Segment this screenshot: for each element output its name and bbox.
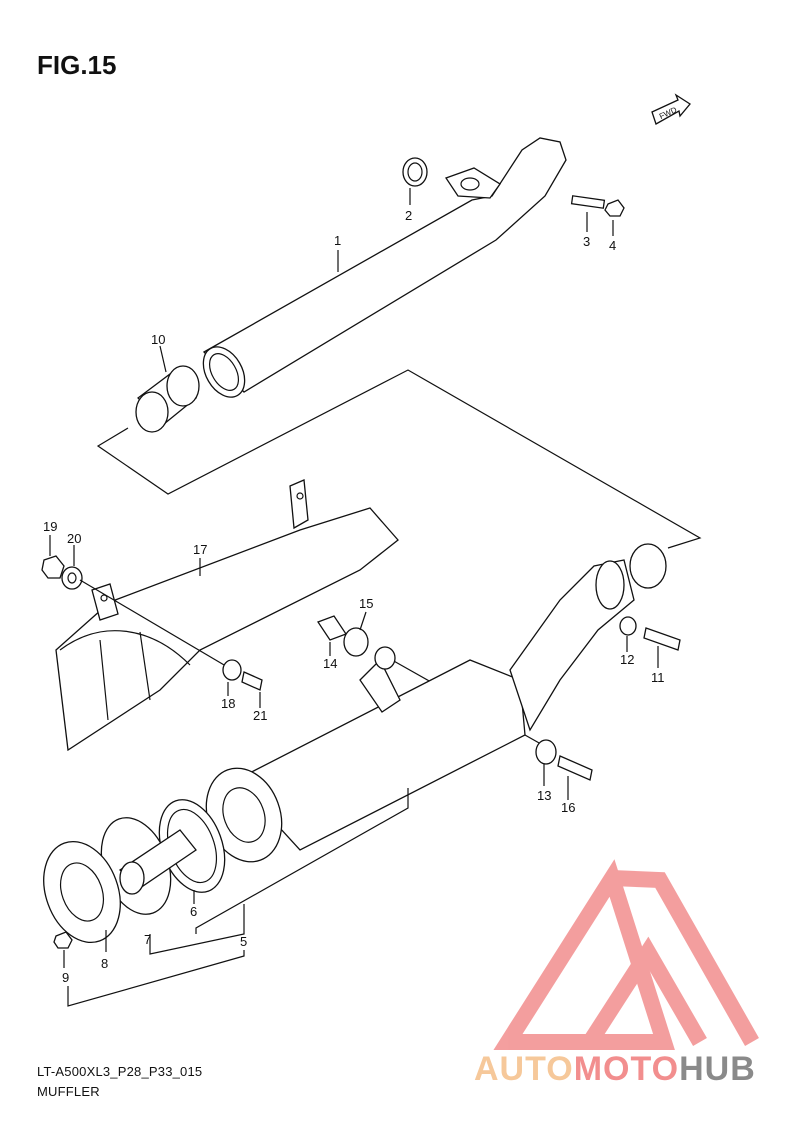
- callout-7: 7: [144, 932, 151, 947]
- callout-3: 3: [583, 234, 590, 249]
- callout-12: 12: [620, 652, 634, 667]
- watermark-brand: AUTOMOTOHUB: [474, 1050, 756, 1089]
- fwd-arrow-icon: FWD: [651, 93, 691, 125]
- callout-14: 14: [323, 656, 337, 671]
- callout-17: 17: [193, 542, 207, 557]
- washer-part: [222, 659, 242, 681]
- leader-lines: [49, 188, 659, 1007]
- bolt-part: [643, 627, 681, 651]
- callout-9: 9: [62, 970, 69, 985]
- collar-part: [317, 615, 347, 641]
- callout-2: 2: [405, 208, 412, 223]
- cushion-part: [343, 627, 369, 657]
- callout-20: 20: [67, 531, 81, 546]
- watermark-word-hub: HUB: [679, 1050, 756, 1088]
- muffler-part: [205, 559, 635, 863]
- bolt-part: [557, 755, 593, 781]
- heat-protector-part: [55, 479, 399, 752]
- cushion-part: [61, 566, 83, 590]
- watermark-logo-icon: [493, 859, 759, 1050]
- stud-bolt-part: [570, 195, 606, 209]
- callout-21: 21: [253, 708, 267, 723]
- watermark-word-auto: AUTO: [474, 1050, 574, 1088]
- nut-part: [41, 555, 65, 579]
- assembly-guide-line: [96, 369, 702, 549]
- callout-labels: 2 3 4 1 10 17 19 20 15 14 12 11 18 21 13…: [43, 208, 665, 985]
- figure-title: FIG.15: [37, 50, 117, 80]
- callout-4: 4: [609, 238, 616, 253]
- figure-code: LT-A500XL3_P28_P33_015: [37, 1064, 203, 1079]
- callout-18: 18: [221, 696, 235, 711]
- exhaust-pipe-part: [202, 137, 567, 398]
- callout-13: 13: [537, 788, 551, 803]
- callout-10: 10: [151, 332, 165, 347]
- callout-11: 11: [651, 670, 665, 685]
- nut-part: [604, 199, 625, 217]
- callout-8: 8: [101, 956, 108, 971]
- callout-6: 6: [190, 904, 197, 919]
- figure-name: MUFFLER: [37, 1084, 100, 1099]
- end-cap-part: [43, 840, 121, 944]
- callout-1: 1: [334, 233, 341, 248]
- connector-gasket-part: [135, 365, 200, 433]
- callout-16: 16: [561, 800, 575, 815]
- watermark-word-moto: MOTO: [573, 1050, 680, 1088]
- callout-19: 19: [43, 519, 57, 534]
- clamp-part: [629, 543, 667, 589]
- pipe-gasket-part: [402, 157, 428, 187]
- bolt-part: [53, 931, 73, 949]
- bolt-part: [241, 671, 263, 691]
- callout-15: 15: [359, 596, 373, 611]
- spacer-part: [619, 616, 637, 636]
- callout-5: 5: [240, 934, 247, 949]
- washer-part: [535, 739, 557, 765]
